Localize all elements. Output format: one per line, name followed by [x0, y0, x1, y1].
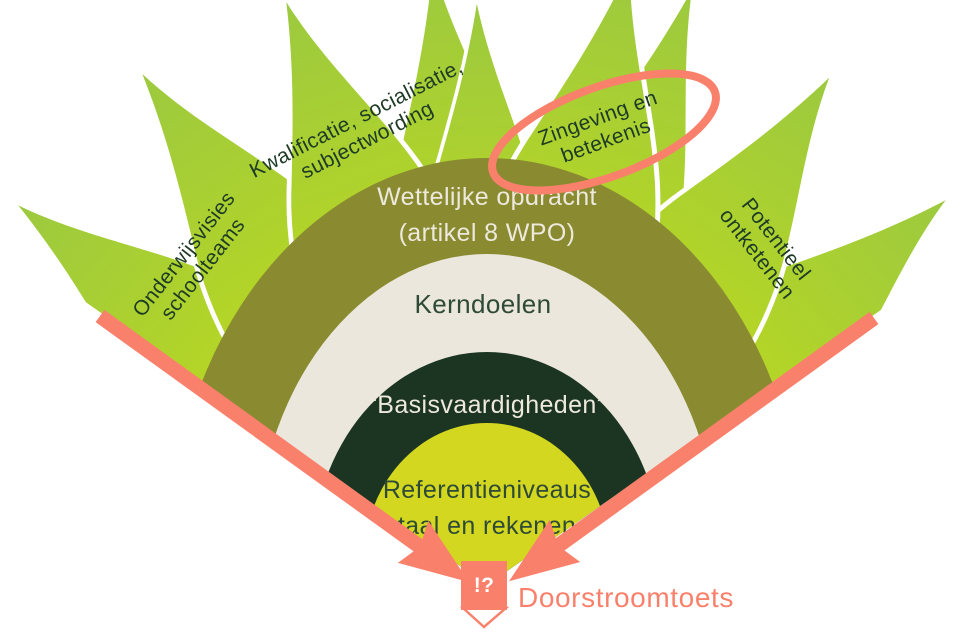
ring-label-kerndoelen: Kerndoelen [415, 289, 552, 319]
ring-label-wettelijke-line2: (artikel 8 WPO) [399, 219, 576, 247]
emphasis-ellipse [488, 69, 720, 195]
alert-badge-text: !? [474, 574, 495, 597]
ring-referentieniveaus [364, 423, 610, 585]
arrow-right [509, 311, 879, 582]
arrow-left [95, 309, 470, 583]
ring-label-basisvaardigheden: “Basisvaardigheden” [369, 391, 606, 419]
doorstroomtoets-label: Doorstroomtoets [518, 582, 734, 613]
alert-badge [461, 561, 507, 610]
ring-label-referentieniveaus-line1: Referentieniveaus [383, 476, 591, 504]
pin-triangle [459, 606, 510, 629]
